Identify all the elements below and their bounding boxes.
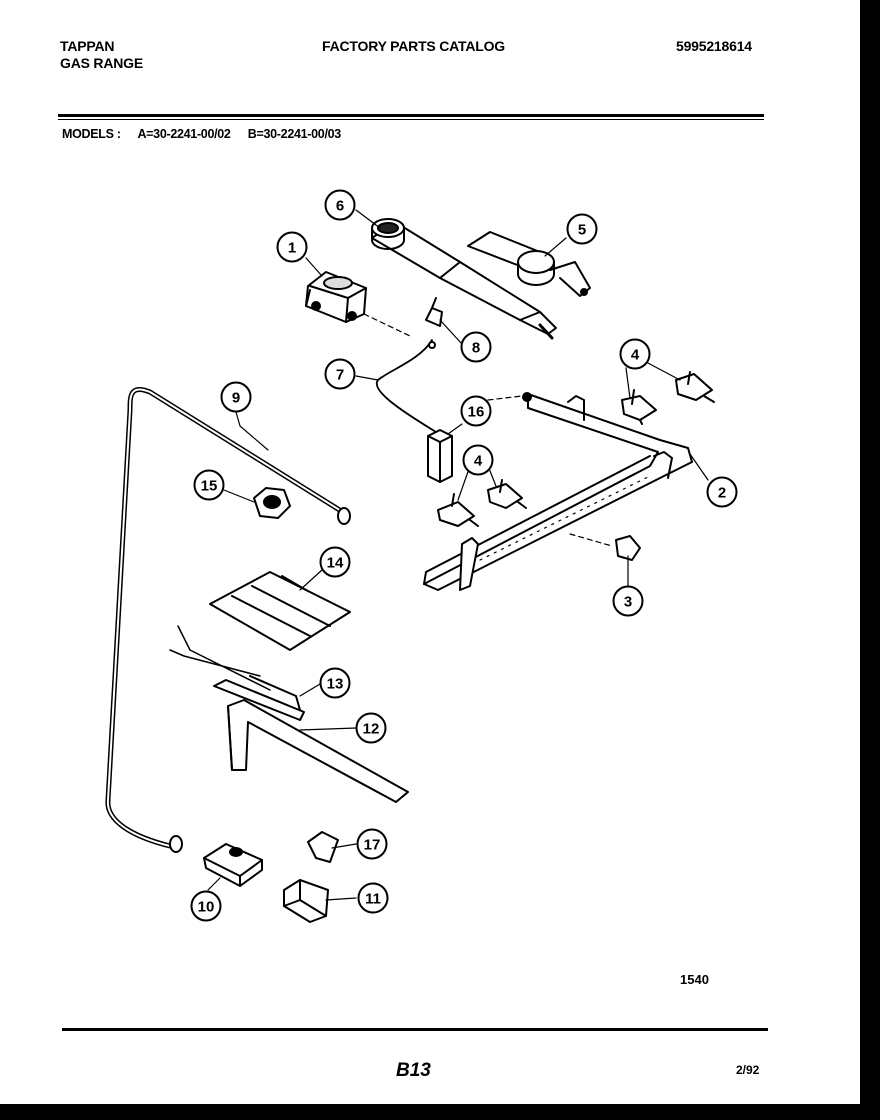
- svg-text:14: 14: [327, 555, 344, 572]
- part-clip-3: [569, 533, 641, 561]
- brand-name: TAPPAN: [60, 38, 115, 54]
- scan-border-bottom: [0, 1104, 880, 1120]
- page-number: B13: [396, 1060, 431, 1081]
- part-heat-shield: [209, 571, 351, 651]
- part-manifold: [423, 392, 693, 591]
- callout-5: 5: [566, 213, 598, 245]
- callout-7: 7: [324, 358, 356, 390]
- callout-4-upper: 4: [619, 338, 651, 370]
- callout-15: 15: [193, 469, 225, 501]
- figure-reference-number: 1540: [680, 972, 709, 987]
- product-name: GAS RANGE: [60, 55, 143, 71]
- svg-text:16: 16: [468, 404, 485, 421]
- part-valve-lower: [437, 479, 527, 527]
- callout-9: 9: [220, 381, 252, 413]
- callout-3: 3: [612, 585, 644, 617]
- header-rule-thin: [58, 119, 764, 120]
- brand-block: TAPPAN GAS RANGE: [60, 38, 143, 72]
- footer-rule: [62, 1028, 768, 1031]
- svg-text:2: 2: [718, 485, 726, 502]
- part-oven-burner-13: [169, 625, 305, 721]
- part-regulator: [305, 271, 411, 337]
- callouts: 1 2 3 4 4 5 6: [190, 189, 738, 922]
- model-a: A=30-2241-00/02: [137, 127, 231, 141]
- part-top-burner-right: [467, 231, 591, 297]
- callout-8: 8: [460, 331, 492, 363]
- callout-13: 13: [319, 667, 351, 699]
- models-line: MODELS : A=30-2241-00/02 B=30-2241-00/03: [62, 127, 355, 141]
- part-clip-17: [307, 831, 339, 863]
- revision-date: 2/92: [736, 1063, 760, 1077]
- svg-text:13: 13: [327, 676, 344, 693]
- part-oven-tube: [105, 386, 351, 853]
- svg-text:3: 3: [624, 594, 632, 611]
- svg-text:12: 12: [363, 721, 380, 738]
- callout-16: 16: [460, 395, 492, 427]
- svg-text:15: 15: [201, 478, 218, 495]
- part-clip-8: [425, 297, 443, 327]
- callout-1: 1: [276, 231, 308, 263]
- callout-10: 10: [190, 890, 222, 922]
- svg-text:9: 9: [232, 390, 240, 407]
- svg-text:17: 17: [364, 837, 381, 854]
- svg-text:7: 7: [336, 367, 344, 384]
- callout-12: 12: [355, 712, 387, 744]
- catalog-number: 5995218614: [676, 38, 752, 54]
- part-top-burner-left: [371, 218, 557, 340]
- callout-4-lower: 4: [462, 444, 494, 476]
- part-oven-burner-12: [227, 699, 409, 803]
- svg-text:5: 5: [578, 222, 586, 239]
- leader-lines: [207, 209, 709, 901]
- scan-border-right: [860, 0, 880, 1120]
- model-b: B=30-2241-00/03: [247, 127, 341, 141]
- svg-text:8: 8: [472, 340, 480, 357]
- header-rule: [58, 114, 764, 117]
- part-nut: [253, 487, 291, 519]
- part-valve-upper: [621, 371, 715, 425]
- callout-17: 17: [356, 828, 388, 860]
- callout-6: 6: [324, 189, 356, 221]
- callout-11: 11: [357, 882, 389, 914]
- callout-2: 2: [706, 476, 738, 508]
- svg-text:4: 4: [474, 453, 483, 470]
- svg-text:1: 1: [288, 240, 296, 257]
- svg-text:11: 11: [365, 891, 381, 908]
- models-label: MODELS :: [62, 127, 121, 141]
- svg-text:10: 10: [198, 899, 215, 916]
- part-bracket-10: [203, 843, 263, 887]
- svg-text:6: 6: [336, 198, 344, 215]
- part-bracket-11: [283, 879, 329, 923]
- callout-14: 14: [319, 546, 351, 578]
- part-ignition-wire: [375, 339, 437, 433]
- svg-text:4: 4: [631, 347, 640, 364]
- catalog-title: FACTORY PARTS CATALOG: [322, 38, 505, 54]
- part-spark-module: [427, 429, 453, 483]
